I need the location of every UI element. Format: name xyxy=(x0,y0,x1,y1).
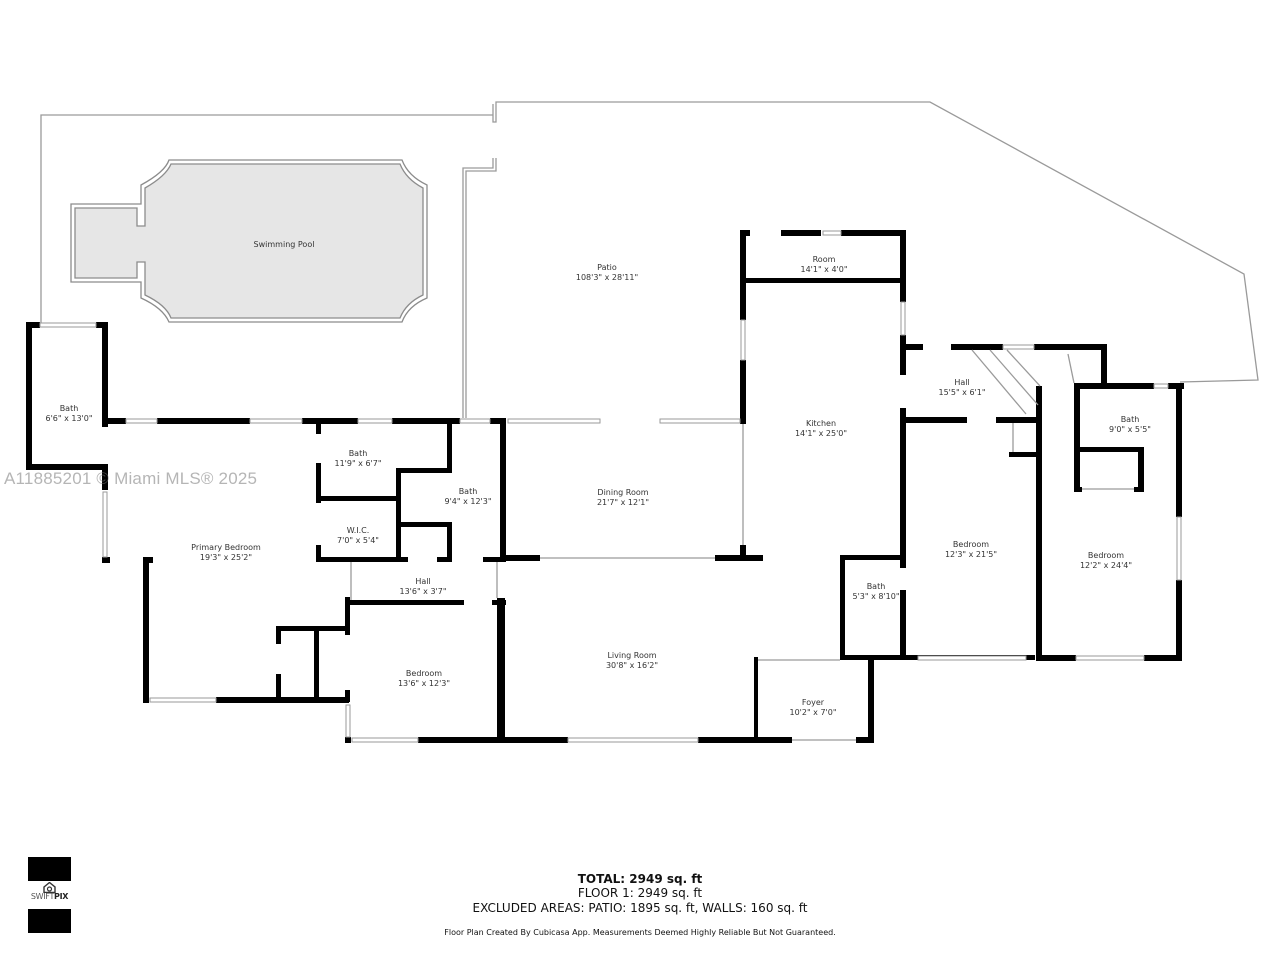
logo-wordmark: SWIFTPIX xyxy=(30,892,69,901)
room-label-hall-west: Hall 13'6" x 3'7" xyxy=(399,577,447,596)
room-label-bath-east: Bath 9'0" x 5'5" xyxy=(1109,415,1151,434)
room-label-living-room: Living Room 30'8" x 16'2" xyxy=(605,651,659,670)
room-label-swimming-pool: Swimming Pool xyxy=(253,240,315,249)
house-camera-icon xyxy=(43,882,56,893)
logo-block-top xyxy=(28,857,71,881)
swimming-pool xyxy=(70,159,428,323)
room-label-wic: W.I.C. 7'0" x 5'4" xyxy=(337,526,379,545)
mls-watermark: A11885201 © Miami MLS® 2025 xyxy=(4,469,258,488)
patio-outline xyxy=(40,101,1259,418)
room-label-primary-bedroom: Primary Bedroom 19'3" x 25'2" xyxy=(191,543,261,562)
room-label-foyer: Foyer 10'2" x 7'0" xyxy=(789,698,837,717)
room-label-bedroom-e2: Bedroom 12'2" x 24'4" xyxy=(1079,551,1133,570)
logo-block-bottom xyxy=(28,909,71,933)
excluded-areas: EXCLUDED AREAS: PATIO: 1895 sq. ft, WALL… xyxy=(472,901,808,915)
floor-area: FLOOR 1: 2949 sq. ft xyxy=(577,886,703,900)
room-label-patio: Patio 108'3" x 28'11" xyxy=(575,263,639,282)
walls xyxy=(26,230,1184,743)
room-label-hall-east: Hall 15'5" x 6'1" xyxy=(938,378,986,397)
disclaimer: Floor Plan Created By Cubicasa App. Meas… xyxy=(444,928,836,937)
room-label-bath-primary-a: Bath 11'9" x 6'7" xyxy=(334,449,382,468)
room-label-bath-center: Bath 5'3" x 8'10" xyxy=(852,582,900,601)
swiftpix-logo: SWIFTPIX xyxy=(28,857,71,933)
thin-lines xyxy=(350,349,1134,741)
room-label-bedroom-e1: Bedroom 12'3" x 21'5" xyxy=(944,540,998,559)
room-label-room: Room 14'1" x 4'0" xyxy=(800,255,848,274)
windows xyxy=(39,230,1182,743)
room-label-bedroom-sw: Bedroom 13'6" x 12'3" xyxy=(397,669,451,688)
room-label-kitchen: Kitchen 14'1" x 25'0" xyxy=(794,419,848,438)
room-label-dining-room: Dining Room 21'7" x 12'1" xyxy=(596,488,650,507)
total-area: TOTAL: 2949 sq. ft xyxy=(577,872,703,886)
room-label-bath-west: Bath 6'6" x 13'0" xyxy=(45,404,93,423)
room-label-bath-primary-b: Bath 9'4" x 12'3" xyxy=(444,487,492,506)
